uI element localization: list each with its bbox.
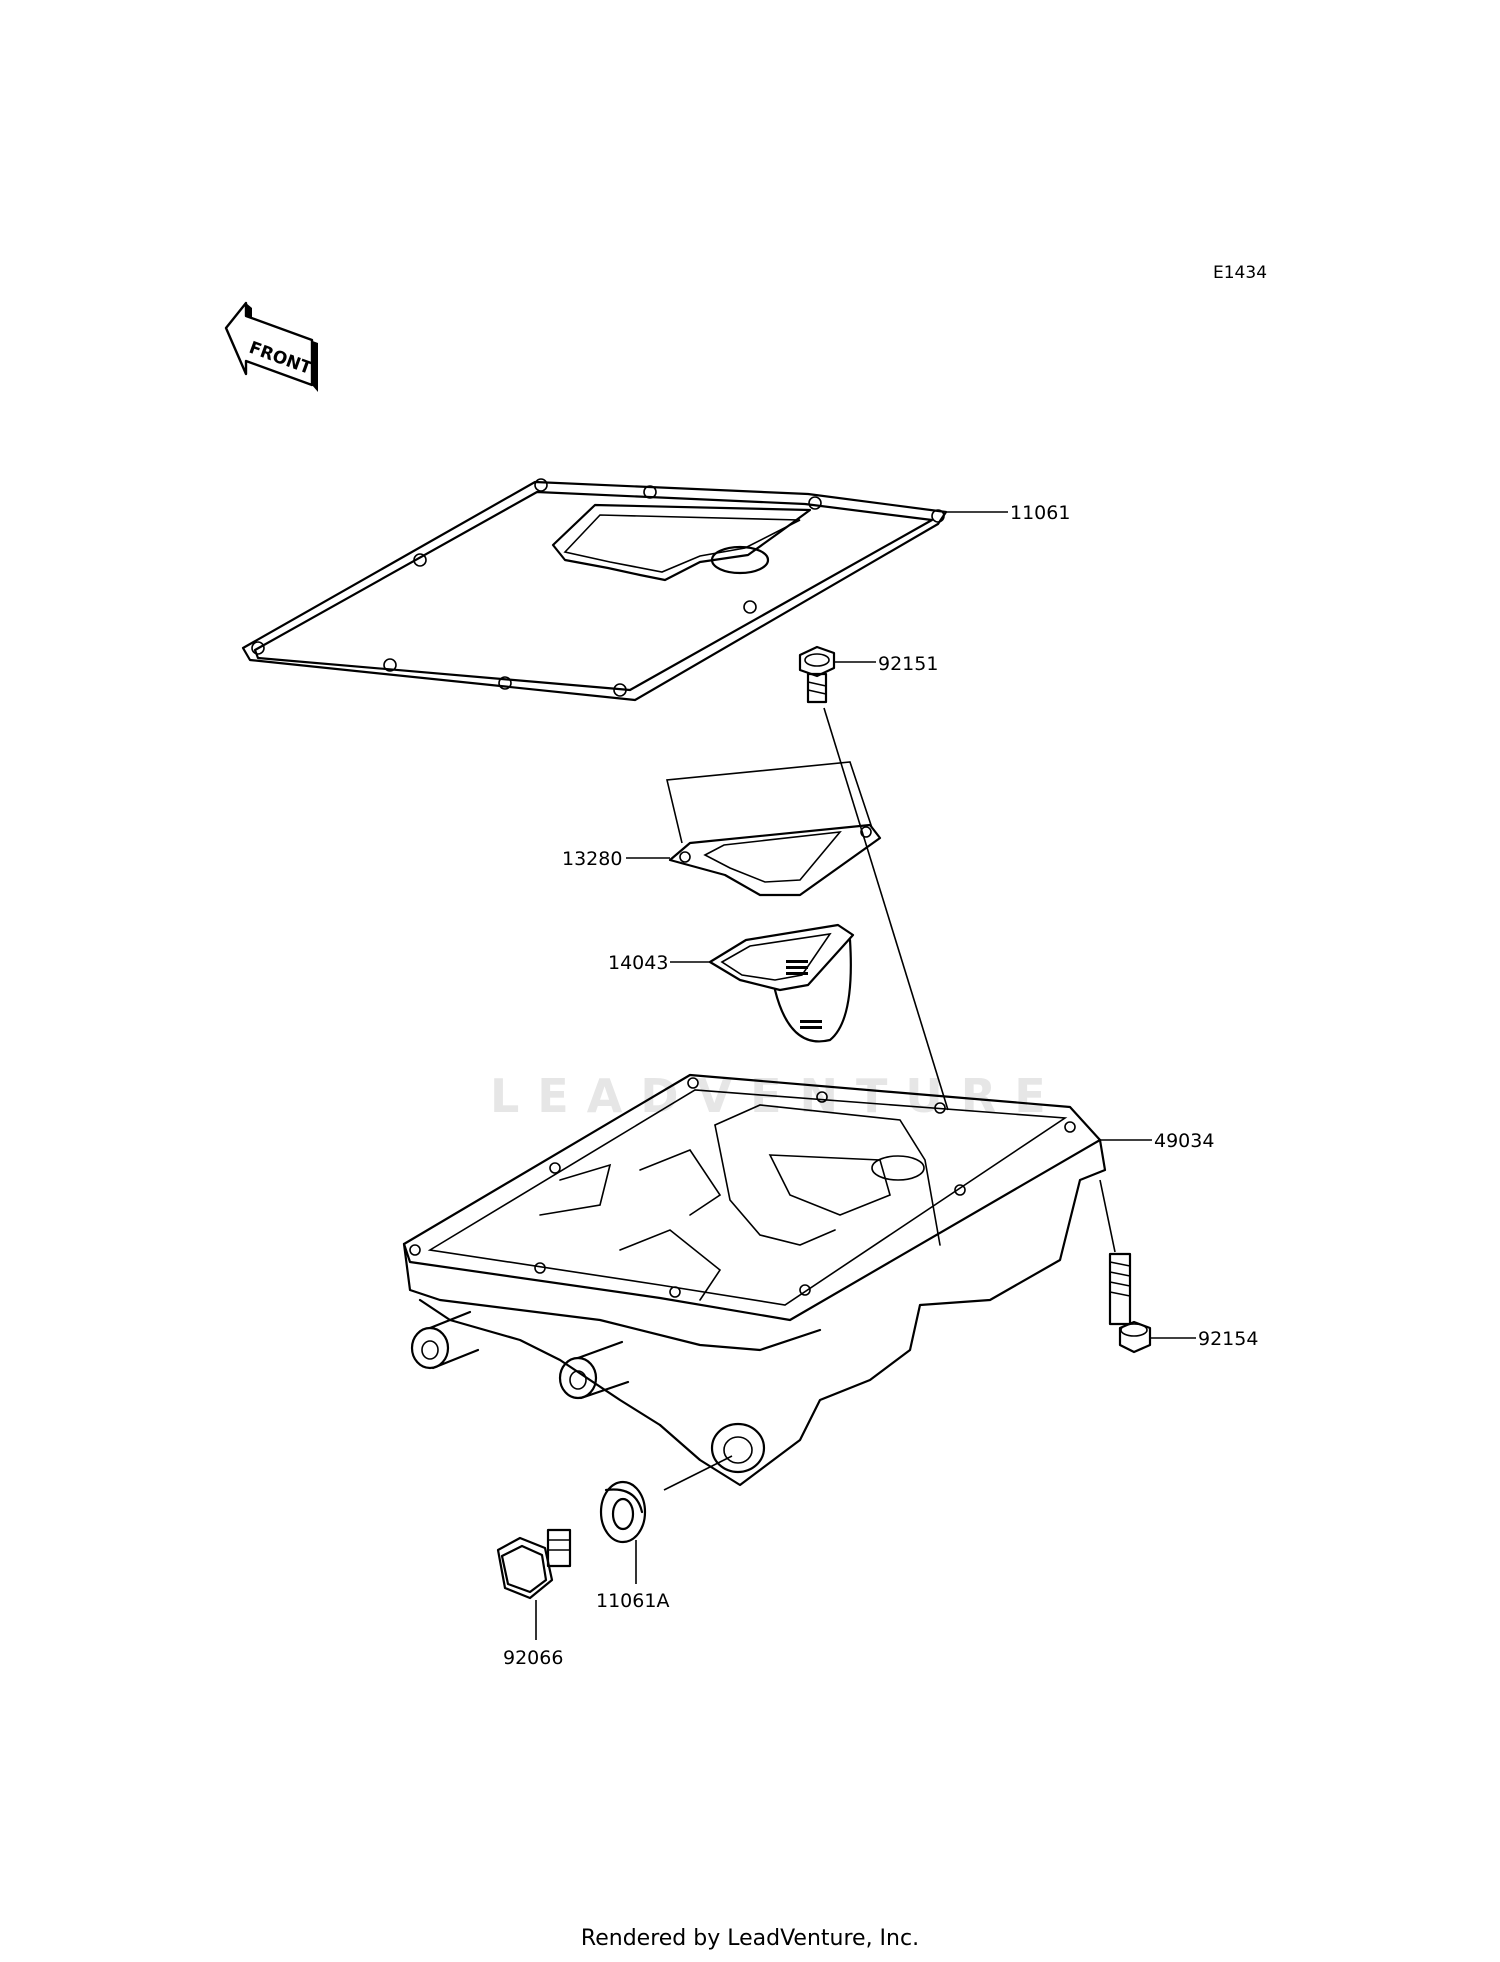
- front-arrow-icon: FRONT: [224, 301, 318, 392]
- strainer-gasket-13280: [626, 761, 882, 897]
- drain-plug-92066: [496, 1528, 572, 1640]
- footer-credit: Rendered by LeadVenture, Inc.: [580, 1926, 920, 1951]
- bolt-92151: [798, 645, 949, 1111]
- label-11061: 11061: [1010, 502, 1070, 524]
- oil-pan-gasket: [241, 478, 1008, 702]
- washer-11061A: [599, 1455, 733, 1584]
- oil-strainer-14043: [670, 923, 855, 1043]
- label-14043: 14043: [608, 952, 668, 974]
- oil-pan-49034: [402, 1073, 1152, 1487]
- label-11061A: 11061A: [596, 1590, 669, 1612]
- diagram-code: E1434: [1213, 263, 1267, 283]
- bolt-92154: [1099, 1179, 1196, 1354]
- label-92154: 92154: [1198, 1328, 1258, 1350]
- label-92066: 92066: [503, 1647, 563, 1669]
- label-13280: 13280: [562, 848, 622, 870]
- label-92151: 92151: [878, 653, 938, 675]
- label-49034: 49034: [1154, 1130, 1214, 1152]
